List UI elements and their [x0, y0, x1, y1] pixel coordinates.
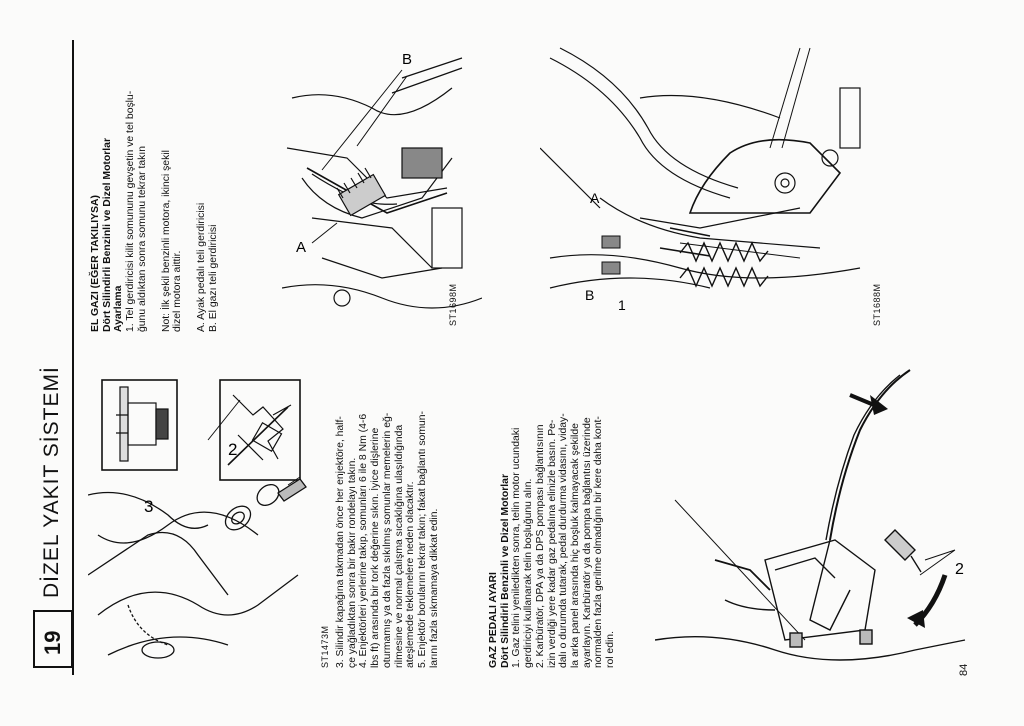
injector-steps: 3. Silindir kapağına takmadan önce her e… — [335, 410, 440, 668]
gas-pedal-heading: GAZ PEDALI AYARI — [488, 572, 499, 668]
hand-throttle-subheading: Dört Silindirli Benzinli ve Dizel Motorl… — [101, 138, 113, 332]
chapter-title: DİZEL YAKIT SİSTEMİ — [40, 366, 63, 598]
callout-a-diesel: A — [590, 190, 600, 206]
callout-1-diesel: 1 — [618, 297, 626, 313]
callout-2-pedal: 2 — [955, 561, 964, 578]
header-rule — [72, 40, 74, 675]
hand-throttle-note: Not: İlk şekil benzinli motora, ikinci ş… — [160, 150, 172, 332]
figure-id-st1688m: ST1688M — [872, 283, 882, 326]
hand-throttle-subheading-2: Ayarlama — [113, 285, 125, 332]
callout-2: 2 — [228, 440, 237, 459]
callout-b-petrol: B — [402, 51, 412, 68]
hand-throttle-heading: EL GAZI (EĞER TAKILIYSA) — [90, 194, 101, 332]
gas-pedal-figure: 2 — [655, 369, 966, 661]
hand-throttle-section: EL GAZI (EĞER TAKILIYSA) Dört Silindirli… — [90, 90, 219, 332]
injector-figure: 3 2 — [88, 379, 307, 659]
figure-id-st1473m: ST1473M — [320, 625, 330, 668]
gas-pedal-subheading: Dört Silindirli Benzinli ve Dizel Motorl… — [499, 474, 511, 668]
callout-3: 3 — [144, 497, 153, 516]
diesel-engine-figure: A B 1 — [540, 47, 861, 313]
push-arrow-icon — [870, 395, 888, 415]
section-number: 19 — [40, 630, 65, 655]
injector-inset-frame — [101, 379, 178, 471]
callout-a-petrol: A — [296, 239, 306, 256]
legend-b: B. El gazı teli gerdiricisi — [207, 224, 219, 332]
legend-a: A. Ayak pedalı teli gerdiricisi — [195, 202, 207, 332]
petrol-engine-figure: A B — [282, 51, 482, 309]
washer-inset-frame — [219, 379, 301, 481]
figure-id-st1698m: ST1698M — [448, 283, 458, 326]
page-number: 84 — [958, 663, 970, 676]
callout-b-diesel: B — [585, 287, 594, 303]
gas-pedal-section: GAZ PEDALI AYARI Dört Silindirli Benzinl… — [488, 413, 617, 668]
